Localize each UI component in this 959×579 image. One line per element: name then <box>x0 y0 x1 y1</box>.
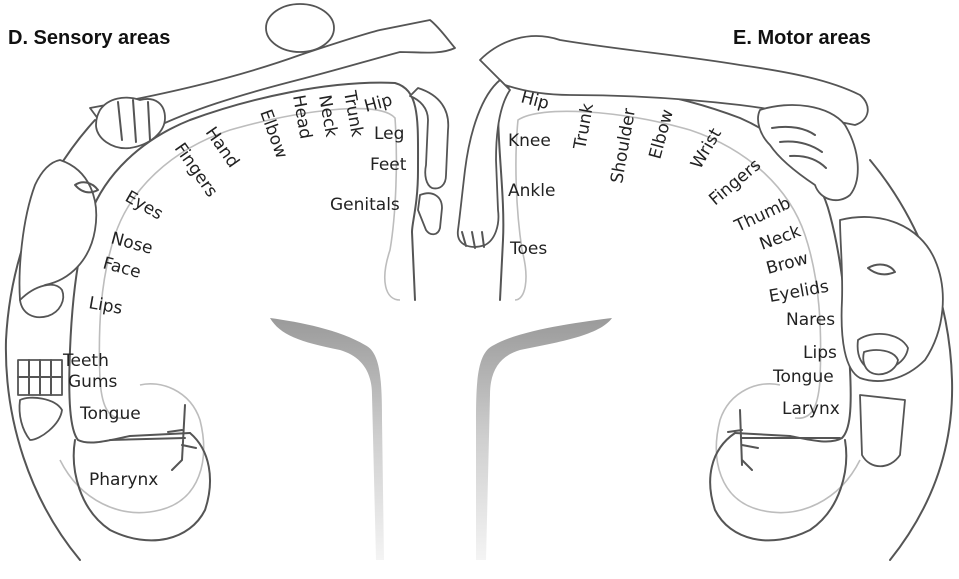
sensory-label-tongue: Tongue <box>79 404 141 424</box>
motor-label-trunk: Trunk <box>570 102 598 152</box>
motor-leg <box>458 80 510 247</box>
sensory-label-eyes: Eyes <box>122 187 167 224</box>
ventricle-shape <box>270 318 612 560</box>
sensory-leg <box>410 88 448 188</box>
motor-label-toes: Toes <box>509 239 547 259</box>
sensory-tongue-shape <box>19 398 62 440</box>
sensory-label-teeth: Teeth <box>62 351 109 371</box>
sensory-title: D. Sensory areas <box>8 27 170 49</box>
sensory-label-lips: Lips <box>87 293 124 319</box>
motor-larynx-branch <box>728 410 840 470</box>
sensory-foot <box>418 193 442 234</box>
sensory-head-blob <box>266 4 334 52</box>
motor-label-ankle: Ankle <box>508 181 555 201</box>
sensory-face <box>20 160 97 300</box>
motor-label-nares: Nares <box>786 310 835 330</box>
motor-label-tongue: Tongue <box>772 367 834 387</box>
motor-label-eyelids: Eyelids <box>767 277 830 307</box>
sensory-label-head: Head <box>288 93 315 140</box>
sensory-hand <box>96 98 165 149</box>
motor-title: E. Motor areas <box>733 27 871 49</box>
motor-label-shoulder: Shoulder <box>607 107 640 185</box>
motor-temporal-outline <box>710 433 846 540</box>
motor-label-elbow: Elbow <box>646 107 678 161</box>
motor-label-wrist: Wrist <box>687 125 726 173</box>
motor-label-knee: Knee <box>508 131 551 151</box>
sensory-label-elbow: Elbow <box>255 107 291 161</box>
motor-label-larynx: Larynx <box>782 399 840 419</box>
sensory-inner-gray <box>99 109 400 419</box>
sensory-label-pharynx: Pharynx <box>89 470 158 490</box>
sensory-label-trunk: Trunk <box>339 88 367 138</box>
sensory-label-hand: Hand <box>201 123 243 171</box>
sensory-label-hip: Hip <box>362 90 395 117</box>
motor-label-fingers: Fingers <box>705 155 765 210</box>
motor-label-neck: Neck <box>757 221 804 254</box>
sensory-label-genitals: Genitals <box>330 195 400 215</box>
sensory-label-face: Face <box>101 254 143 283</box>
motor-larynx-shape <box>860 395 905 466</box>
motor-label-lips: Lips <box>803 343 837 363</box>
motor-label-brow: Brow <box>764 248 810 278</box>
sensory-label-leg: Leg <box>374 124 404 144</box>
sensory-label-neck: Neck <box>314 93 341 138</box>
sensory-label-gums: Gums <box>68 372 118 392</box>
sensory-label-nose: Nose <box>109 229 155 259</box>
sensory-label-feet: Feet <box>370 155 407 175</box>
